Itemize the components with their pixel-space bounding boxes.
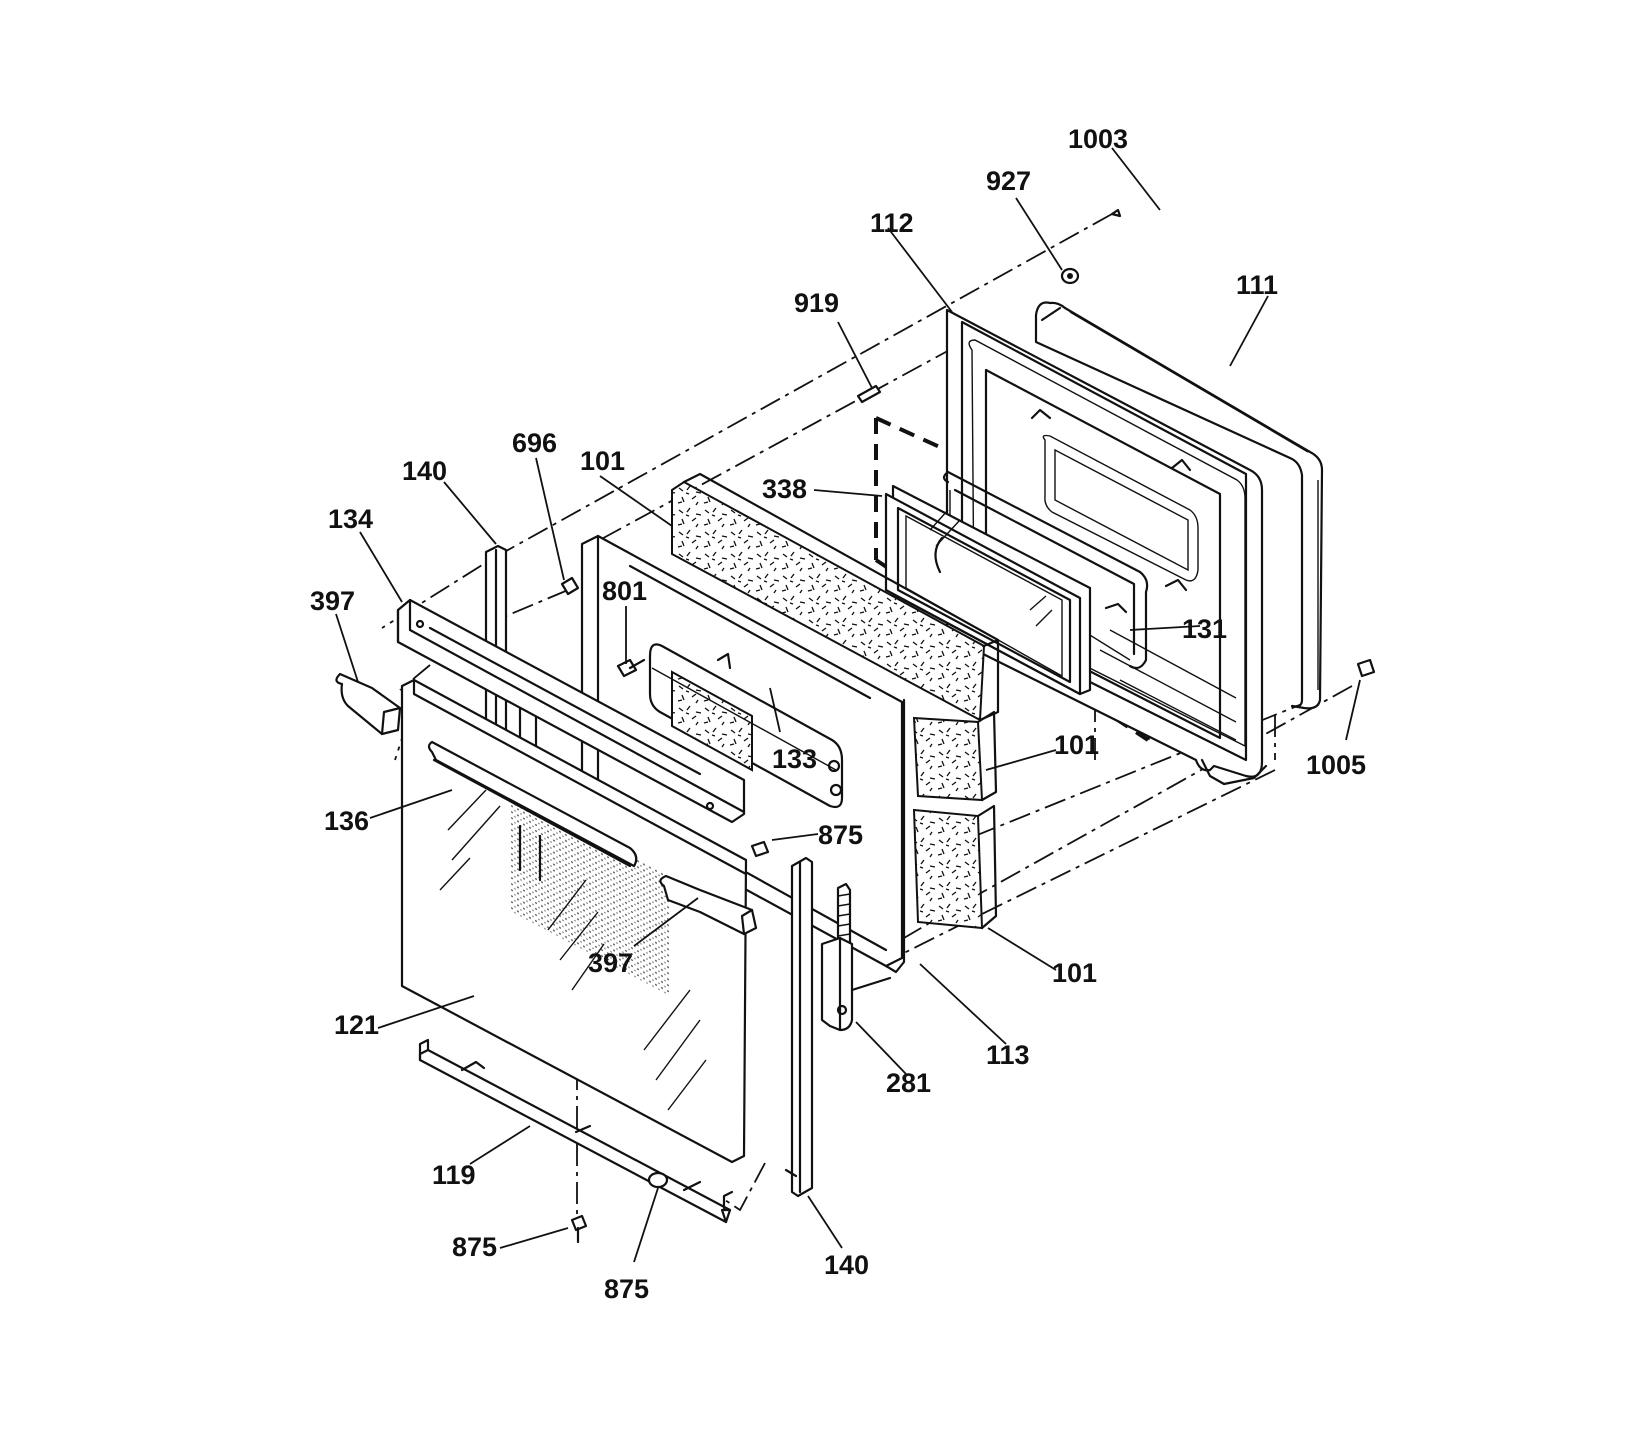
part-label-134: 134 [328,504,373,534]
screw-875-c [647,1171,669,1189]
part-label-397: 397 [310,586,355,616]
screw-1005 [1356,658,1376,678]
part-label-927: 927 [986,166,1031,196]
part-label-112: 112 [870,208,914,238]
part-label-101: 101 [580,446,625,476]
part-label-101: 101 [1054,730,1099,760]
part-label-696: 696 [512,428,557,458]
screw-875-b [570,1214,588,1232]
part-number-labels: 1003 927 112 111 919 696 101 140 338 134… [310,124,1366,1304]
control-panel-trim-134 [396,598,746,824]
screw-875-a [750,840,770,858]
part-label-1003: 1003 [1068,124,1128,154]
hinge-281 [820,882,892,1032]
part-label-1005: 1005 [1306,750,1366,780]
part-label-136: 136 [324,806,369,836]
part-label-119: 119 [432,1160,476,1190]
inner-glass-338 [884,484,1092,696]
door-handle-136 [427,740,638,882]
leader-lines [335,147,1361,1263]
hardware [560,208,1376,1244]
side-trim-140 [484,544,814,1198]
part-label-875: 875 [604,1274,649,1304]
part-label-875: 875 [452,1232,497,1262]
part-label-801: 801 [602,576,647,606]
hinge-pin-1003 [1110,208,1122,218]
part-label-131: 131 [1182,614,1227,644]
part-label-140: 140 [402,456,447,486]
part-label-397: 397 [588,948,633,978]
part-label-133: 133 [772,744,817,774]
part-label-111: 111 [1236,270,1278,300]
part-label-140: 140 [824,1250,869,1280]
outer-back-panel-111 [1034,301,1324,710]
handle-end-cap-397-right [659,874,758,936]
insulation-101 [671,472,1000,930]
part-label-113: 113 [986,1040,1030,1070]
spacer-919 [856,384,882,404]
part-label-919: 919 [794,288,839,318]
handle-end-cap-397-left [335,672,402,736]
part-label-101: 101 [1052,958,1097,988]
part-label-281: 281 [886,1068,931,1098]
screw-696 [560,576,580,596]
part-label-121: 121 [334,1010,379,1040]
part-label-338: 338 [762,474,807,504]
outer-door-glass-121 [400,678,748,1164]
part-label-875: 875 [818,820,863,850]
